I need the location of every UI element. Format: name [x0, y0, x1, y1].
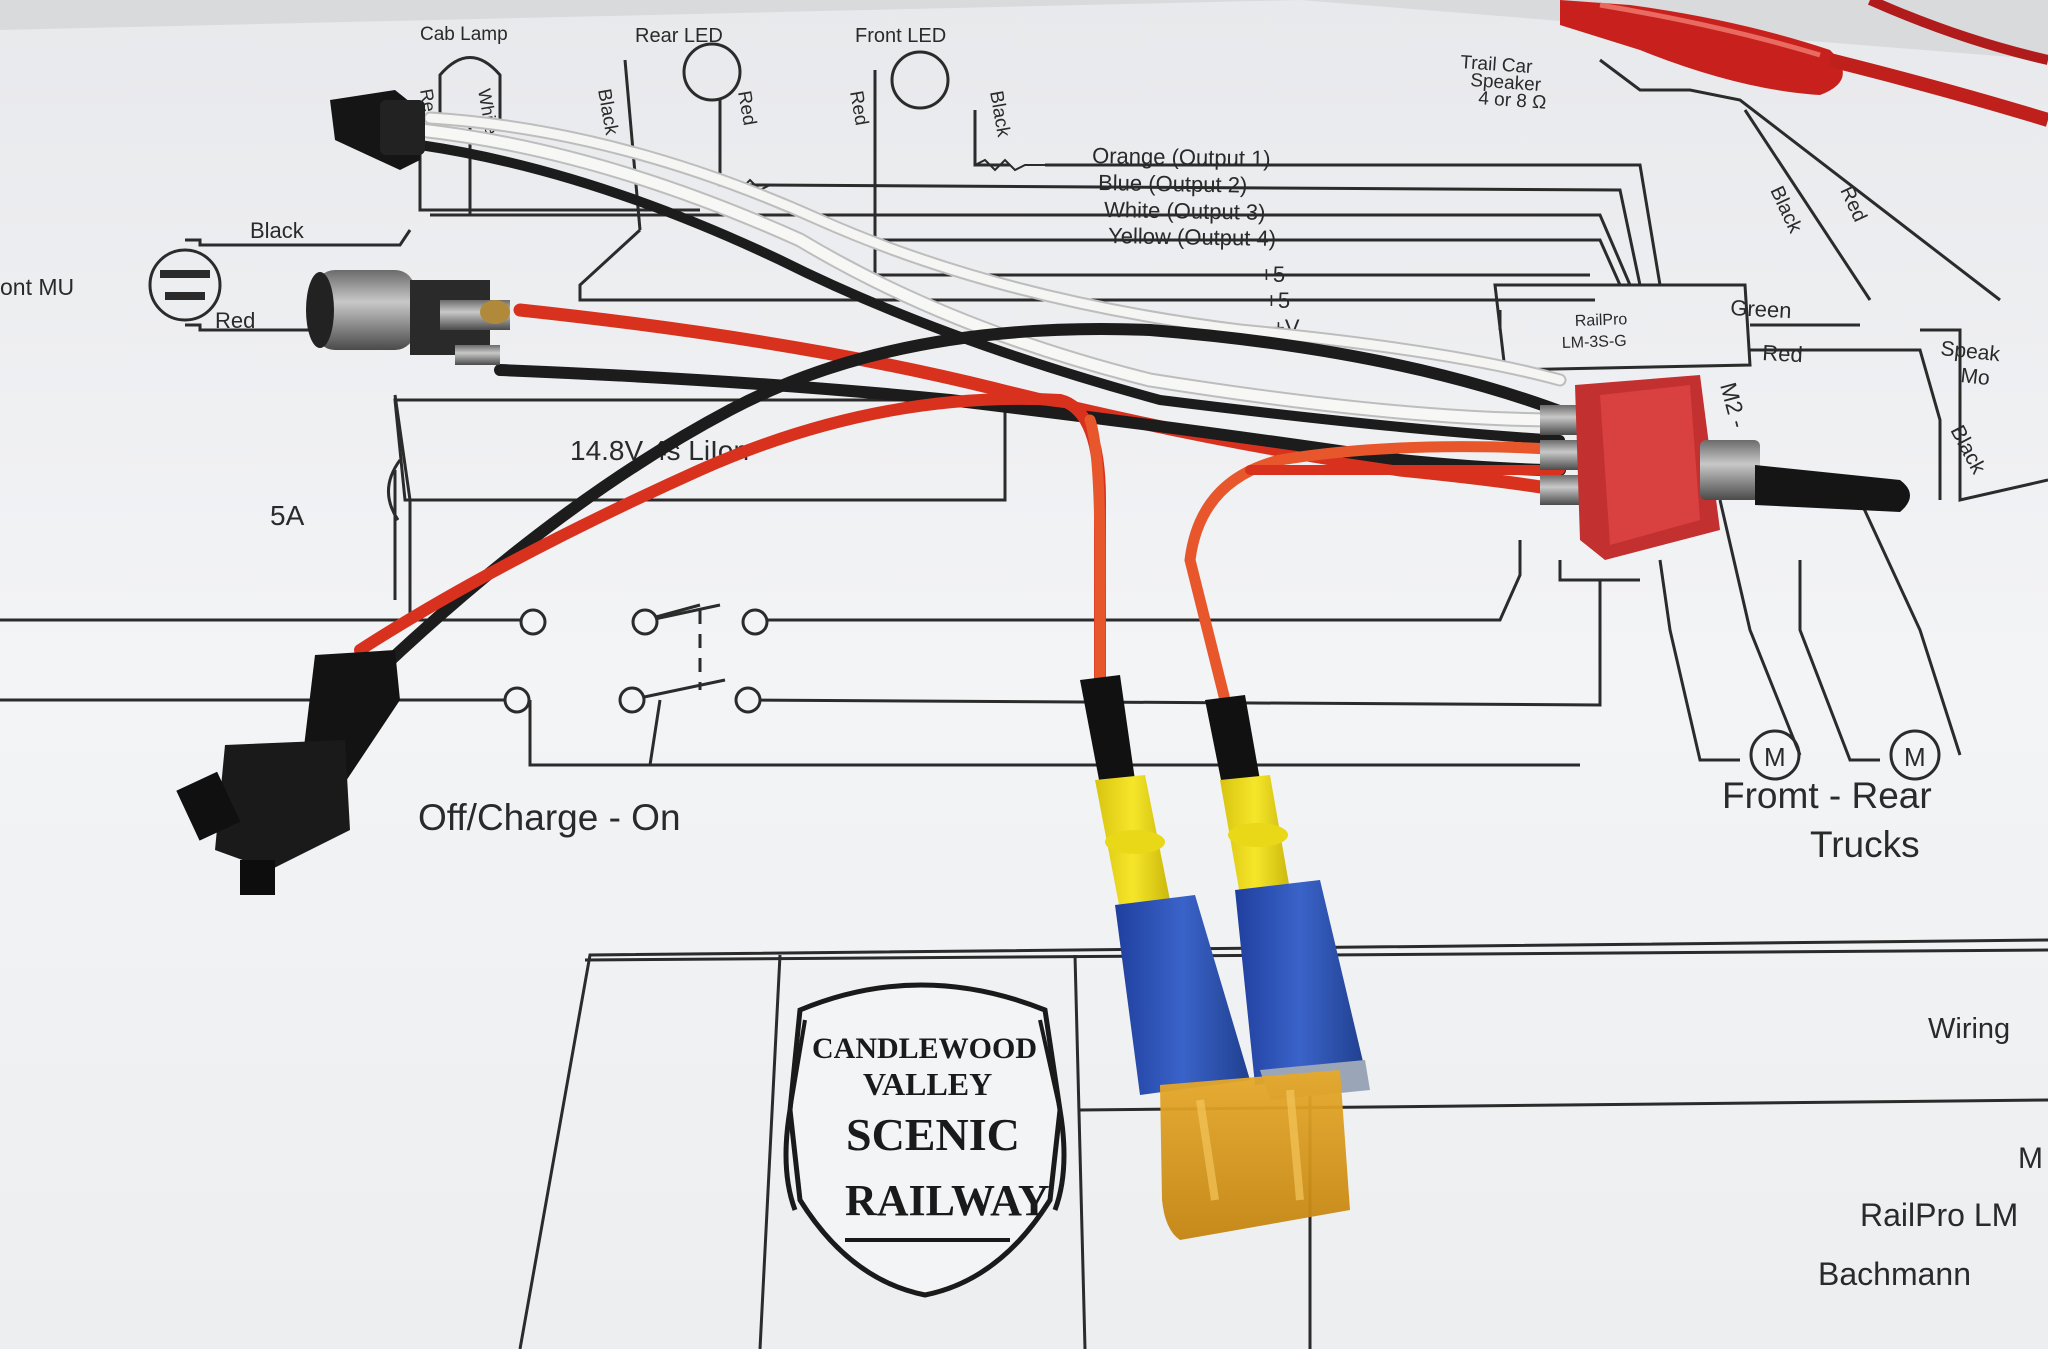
title-wiring: Wiring [1928, 1013, 2010, 1045]
switch-terminals [503, 608, 769, 714]
decoder-red-label: Red [1762, 340, 1804, 367]
logo-line-4: RAILWAY [845, 1176, 1050, 1225]
logo-line-3: SCENIC [846, 1109, 1020, 1160]
heat-shrink [1080, 675, 1260, 785]
candlewood-logo: CANDLEWOOD VALLEY SCENIC RAILWAY [783, 982, 1067, 1298]
fuse-label: 5A [270, 500, 305, 531]
resistor-front [974, 158, 1045, 172]
mu-red-label: Red [215, 308, 255, 333]
speaker-label-1: Trail Car [1460, 52, 1534, 78]
title-bachmann: Bachmann [1818, 1256, 1971, 1292]
power-label-5a: +5 [1260, 262, 1285, 287]
schematic-labels: Cab Lamp Rear LED Front LED Trail Car Sp… [0, 24, 2043, 1292]
yellow-crimps [1095, 775, 1290, 910]
front-mu-label: ont MU [0, 274, 74, 300]
amber-blade-fuse [1160, 1070, 1350, 1240]
dc-barrel-jack [306, 270, 510, 365]
toggle-switch [1540, 375, 1910, 560]
rear-led-label: Rear LED [635, 25, 723, 47]
mu-bar-top [160, 270, 210, 278]
trucks-line-1: Fromt - Rear [1722, 775, 1932, 816]
decoder-line-1: RailPro [1575, 311, 1628, 330]
alligator-clip [1560, 0, 2048, 127]
switch-label: Off/Charge - On [418, 797, 681, 838]
speaker-wire-label-2: Mo [1959, 364, 1990, 390]
output-1-label: Orange (Output 1) [1092, 143, 1271, 171]
schematic-lines [0, 42, 2048, 1349]
trucks-line-2: Trucks [1810, 824, 1920, 865]
mu-black-label: Black [250, 218, 305, 243]
cab-lamp-label: Cab Lamp [420, 24, 508, 45]
motor-symbol-rear: M [1904, 742, 1926, 772]
power-label-5b: +5 [1265, 288, 1290, 313]
wires [354, 111, 1576, 726]
title-m: M [2018, 1142, 2043, 1175]
front-led-label: Front LED [855, 25, 946, 47]
speaker-label-2: Speaker [1470, 70, 1543, 96]
motor-symbol-front: M [1764, 742, 1786, 772]
title-railpro: RailPro LM [1860, 1197, 2018, 1233]
speaker-label-3: 4 or 8 Ω [1478, 88, 1547, 114]
output-4-label: Yellow (Output 4) [1108, 223, 1276, 251]
cab-lamp-connector [330, 90, 425, 170]
output-3-label: White (Output 3) [1104, 197, 1266, 225]
output-2-label: Blue (Output 2) [1098, 170, 1248, 198]
battery-plug-connector [176, 650, 400, 895]
logo-line-1: CANDLEWOOD [812, 1032, 1037, 1065]
decoder-green-label: Green [1730, 295, 1792, 323]
decoder-line-2: LM-3S-G [1562, 333, 1627, 352]
mu-bar-bottom [165, 292, 205, 300]
logo-line-2: VALLEY [863, 1066, 992, 1102]
